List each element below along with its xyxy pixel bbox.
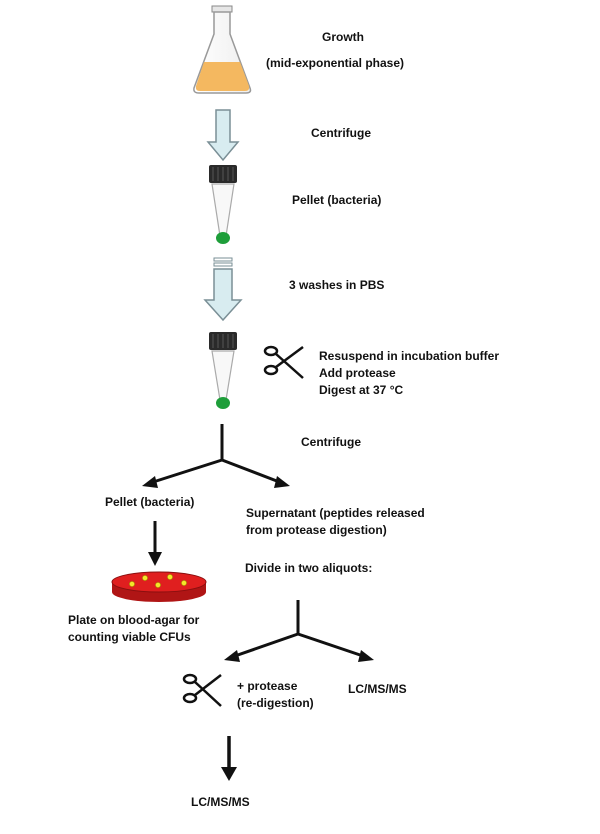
colony-icon <box>181 580 187 586</box>
tube-icon-2 <box>209 332 237 409</box>
arrow-to-lcms <box>221 736 237 781</box>
plate-label: Plate on blood-agar for counting viable … <box>68 613 200 644</box>
split-connector-2 <box>224 600 374 662</box>
tube-icon-1 <box>209 165 237 244</box>
agar-plate-icon <box>111 571 207 602</box>
pellet-label-1: Pellet (bacteria) <box>292 193 382 207</box>
washes-label: 3 washes in PBS <box>289 278 385 292</box>
supernatant-label: Supernatant (peptides released from prot… <box>246 506 425 537</box>
growth-label: Growth <box>322 30 364 44</box>
centrifuge-label-1: Centrifuge <box>311 126 371 140</box>
culture-liquid <box>195 62 250 91</box>
block-arrow-1 <box>206 109 240 162</box>
arrow-to-plate <box>148 521 162 566</box>
colony-icon <box>142 575 148 581</box>
centrifuge-label-2: Centrifuge <box>301 435 361 449</box>
digest-instructions: Resuspend in incubation buffer Add prote… <box>319 348 499 399</box>
pellet-label-2: Pellet (bacteria) <box>105 495 195 509</box>
divide-label: Divide in two aliquots: <box>245 561 373 575</box>
colony-icon <box>129 581 135 587</box>
growth-phase-label: (mid-exponential phase) <box>266 56 405 70</box>
digest-line-1: Resuspend in incubation buffer <box>319 349 500 363</box>
lcms-label-right: LC/MS/MS <box>348 682 407 696</box>
pellet-icon-1 <box>216 232 230 244</box>
scissors-icon-1 <box>263 345 304 379</box>
block-arrow-2 <box>203 257 243 322</box>
lcms-label-bottom: LC/MS/MS <box>191 795 250 809</box>
colony-icon <box>167 574 173 580</box>
scissors-icon-2 <box>182 673 222 707</box>
redigest-label: + protease (re-digestion) <box>237 679 314 710</box>
split-connector-1 <box>142 424 290 488</box>
flask-icon <box>193 5 252 94</box>
pellet-icon-2 <box>216 397 230 409</box>
digest-line-3: Digest at 37 °C <box>319 383 404 397</box>
digest-line-2: Add protease <box>319 366 396 380</box>
colony-icon <box>155 582 161 588</box>
